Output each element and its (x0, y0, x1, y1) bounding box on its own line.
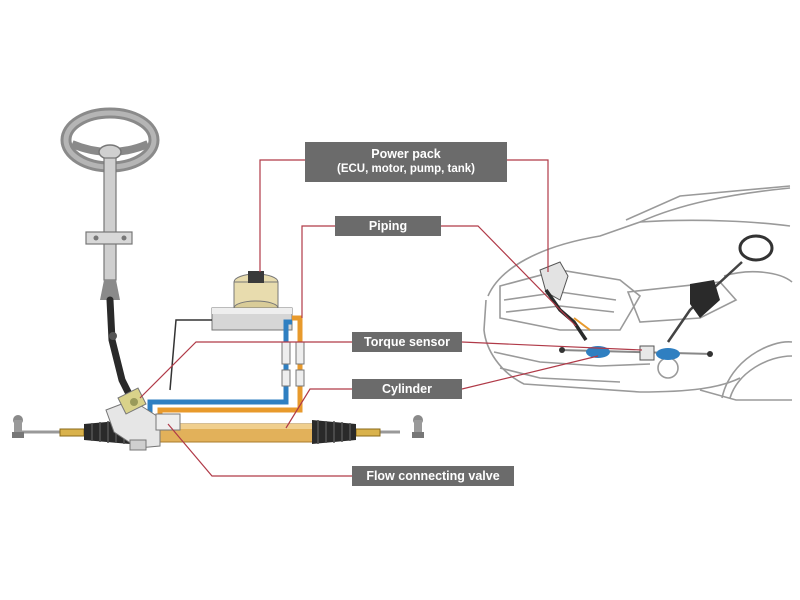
cylinder-label: Cylinder (352, 379, 462, 399)
leader-piping-right (441, 225, 577, 327)
leader-valve (167, 423, 352, 477)
steering-rack (12, 415, 424, 444)
power-pack-label: Power pack (371, 147, 441, 161)
gear-housing (105, 399, 181, 451)
car-illustration (483, 185, 793, 401)
car-steering-system (539, 234, 774, 361)
right-tie-rod-end (412, 415, 424, 438)
right-boot (312, 420, 356, 444)
leader-lines (139, 159, 643, 477)
power-pack-unit (211, 271, 293, 331)
leader-power-pack-right (507, 159, 549, 272)
leader-torque-left (139, 341, 352, 399)
leader-piping-left (301, 225, 335, 318)
flow-connecting-valve-label: Flow connecting valve (352, 466, 514, 486)
steering-column (85, 157, 133, 396)
leader-torque-right (461, 341, 643, 351)
leader-cylinder-right (461, 355, 599, 390)
torque-sensor-unit (117, 387, 147, 415)
piping-label: Piping (335, 216, 441, 236)
hydraulic-piping (147, 315, 305, 420)
leader-cylinder-left (285, 388, 352, 429)
power-pack-callout: Power pack (ECU, motor, pump, tank) (305, 142, 507, 182)
power-pack-sublabel: (ECU, motor, pump, tank) (337, 163, 475, 175)
torque-sensor-label: Torque sensor (352, 332, 462, 352)
leader-power-pack-left (259, 159, 305, 272)
left-tie-rod-end (12, 415, 24, 438)
